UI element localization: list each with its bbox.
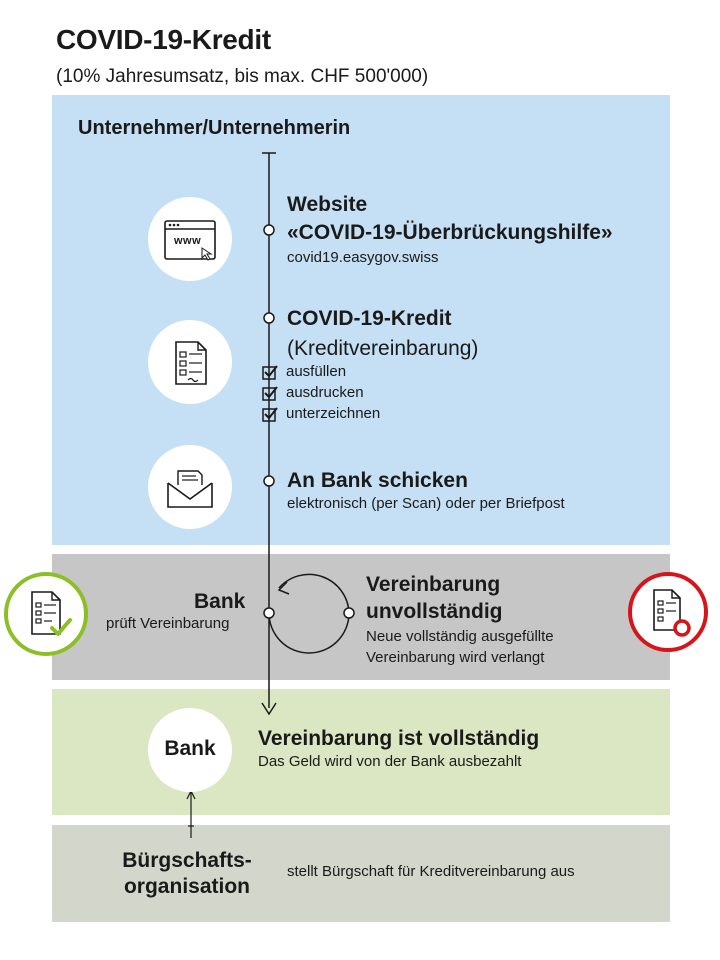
approve-document-circle xyxy=(4,572,88,656)
website-url[interactable]: covid19.easygov.swiss xyxy=(287,249,439,266)
document-icon xyxy=(175,341,207,385)
document-reject-icon xyxy=(653,589,691,637)
cycle-arrowhead xyxy=(277,581,290,595)
send-heading: An Bank schicken xyxy=(287,469,468,492)
checkbox-checked-icon xyxy=(262,386,278,401)
complete-detail: Das Geld wird von der Bank ausbezahlt xyxy=(258,753,522,770)
kredit-subheading: (Kreditvereinbarung) xyxy=(287,337,479,360)
document-check-icon xyxy=(31,591,72,636)
browser-icon xyxy=(164,220,216,261)
checklist-item-fill: ausfüllen xyxy=(262,362,346,382)
checklist-item-sign: unterzeichnen xyxy=(262,404,380,424)
kredit-heading: COVID-19-Kredit xyxy=(287,307,452,330)
envelope-icon-circle xyxy=(148,445,232,529)
incomplete-heading-1: Vereinbarung xyxy=(366,573,501,596)
website-heading: Website xyxy=(287,193,368,216)
actor-label: Unternehmer/Unternehmerin xyxy=(78,117,351,139)
incomplete-detail-1: Neue vollständig ausgefüllte xyxy=(366,628,554,645)
checkbox-checked-icon xyxy=(262,365,278,380)
complete-bank-label: Bank xyxy=(164,737,216,760)
cycle-node-incomplete xyxy=(343,607,355,619)
reject-document-circle xyxy=(628,572,708,652)
incomplete-heading-2: unvollständig xyxy=(366,600,503,623)
panel-guarantee xyxy=(52,825,670,922)
review-bank-label: Bank xyxy=(194,590,246,613)
guarantee-org-line1: Bürgschafts- xyxy=(122,849,252,872)
checklist-label: unterzeichnen xyxy=(286,405,381,422)
incomplete-detail-2: Vereinbarung wird verlangt xyxy=(366,649,545,666)
bank-circle: Bank xyxy=(148,708,232,792)
timeline-node-website xyxy=(263,224,275,236)
timeline-node-kredit xyxy=(263,312,275,324)
cycle-arc-bottom xyxy=(268,612,350,654)
checklist-label: ausfüllen xyxy=(286,363,347,380)
complete-heading: Vereinbarung ist vollständig xyxy=(258,727,540,750)
send-detail: elektronisch (per Scan) oder per Briefpo… xyxy=(287,495,565,512)
timeline-arrowhead xyxy=(261,702,277,716)
panel-bank-review xyxy=(52,554,670,680)
checklist-item-print: ausdrucken xyxy=(262,383,364,403)
review-bank-detail: prüft Vereinbarung xyxy=(106,615,230,632)
guarantee-detail: stellt Bürgschaft für Kreditvereinbarung… xyxy=(287,863,575,880)
timeline-node-send xyxy=(263,475,275,487)
page-subtitle: (10% Jahresumsatz, bis max. CHF 500'000) xyxy=(56,66,429,87)
envelope-icon xyxy=(167,470,213,508)
cycle-node-bank xyxy=(263,607,275,619)
checklist-label: ausdrucken xyxy=(286,384,364,401)
cycle-arc-top xyxy=(278,573,350,614)
page-title: COVID-19-Kredit xyxy=(56,24,271,55)
guarantee-org-line2: organisation xyxy=(123,875,250,898)
checkbox-checked-icon xyxy=(262,407,278,422)
document-icon-circle xyxy=(148,320,232,404)
www-label: www xyxy=(174,235,202,247)
website-name: «COVID-19-Überbrückungshilfe» xyxy=(287,221,613,244)
browser-icon-circle: www xyxy=(148,197,232,281)
